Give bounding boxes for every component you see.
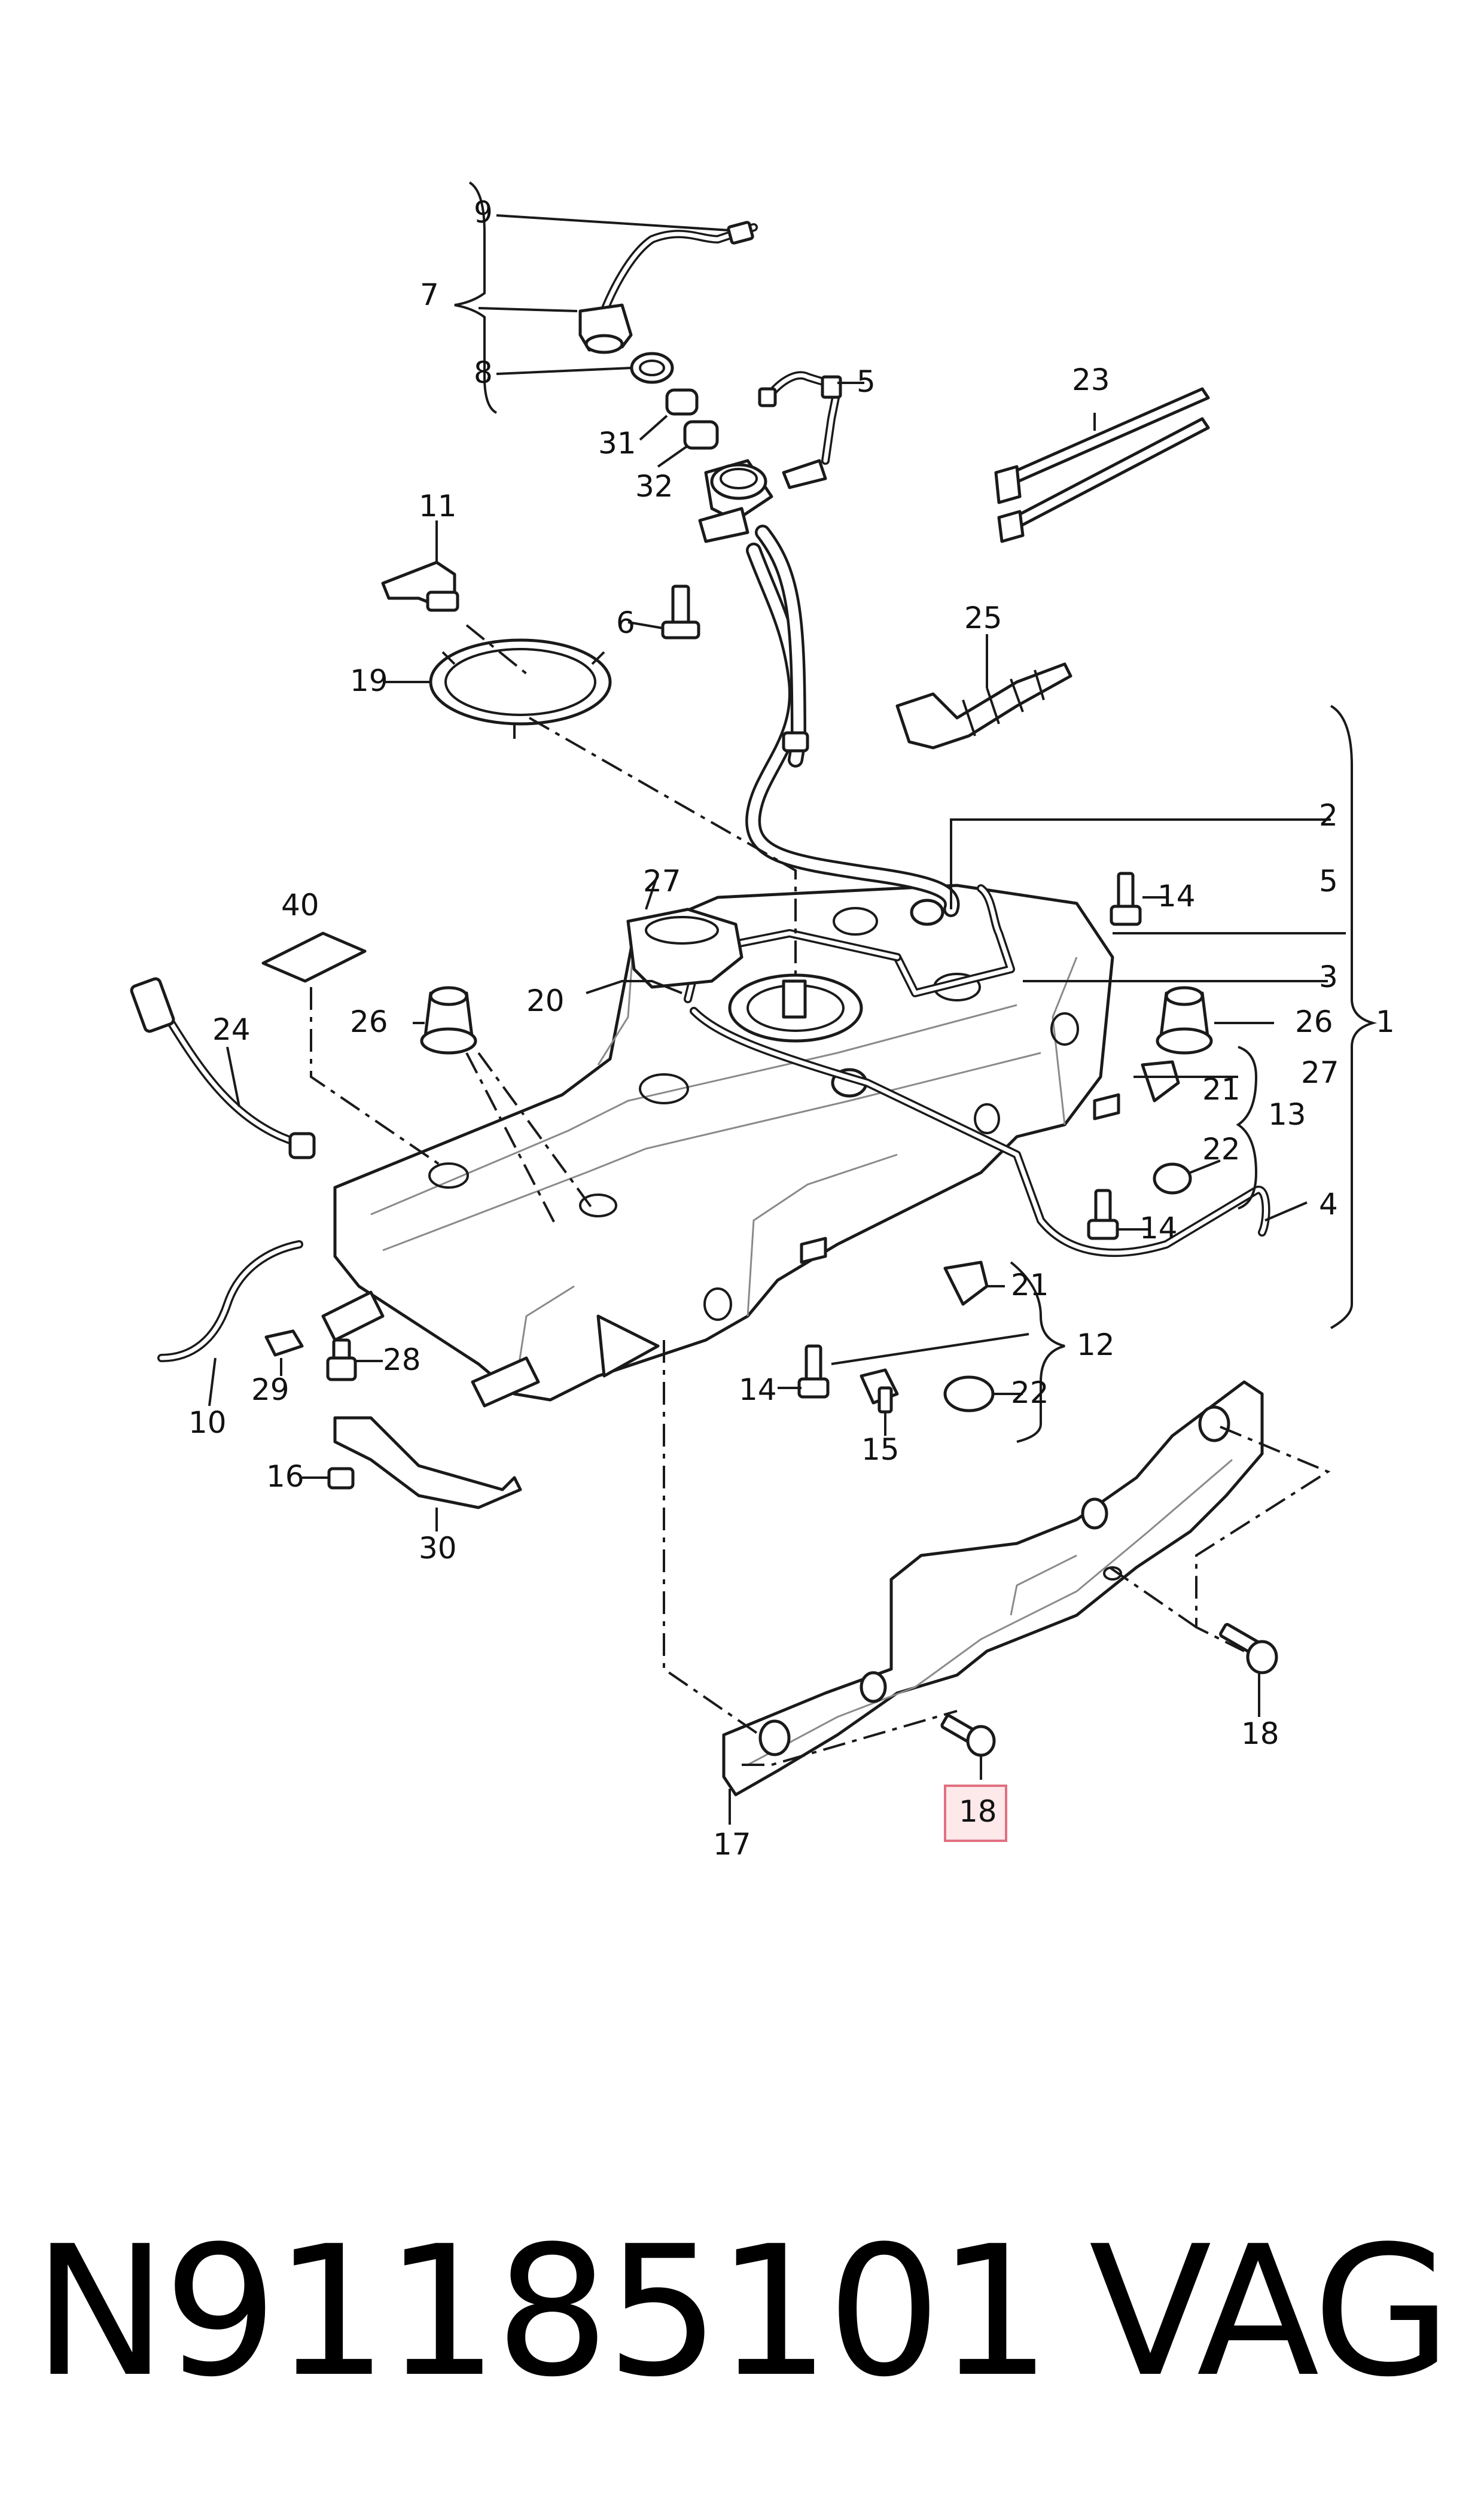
callout-8: 8 bbox=[474, 355, 493, 390]
bracket-13 bbox=[1093, 1060, 1192, 1195]
callout-22b: 22 bbox=[1011, 1375, 1049, 1410]
callout-4: 4 bbox=[1319, 1187, 1338, 1222]
hose-10 bbox=[157, 1240, 303, 1362]
harness-24 bbox=[130, 977, 316, 1159]
bolt-6 bbox=[661, 584, 700, 640]
callout-25: 25 bbox=[964, 601, 1002, 635]
level-sensor-assembly bbox=[578, 221, 758, 384]
callout-5a: 5 bbox=[857, 364, 876, 399]
bolt-14b bbox=[1087, 1189, 1119, 1240]
clip-29 bbox=[264, 1329, 304, 1357]
callout-7: 7 bbox=[420, 278, 439, 312]
callout-31: 31 bbox=[598, 426, 636, 461]
callout-17: 17 bbox=[713, 1827, 751, 1862]
seal-ring bbox=[630, 352, 674, 384]
callout-16: 16 bbox=[266, 1459, 304, 1494]
callout-26a: 26 bbox=[350, 1004, 388, 1039]
fuel-tank bbox=[321, 884, 1114, 1408]
callout-40: 40 bbox=[281, 888, 319, 922]
cable-ties-23 bbox=[994, 387, 1210, 543]
wire-lead-5 bbox=[758, 371, 842, 465]
fastener-15 bbox=[860, 1368, 899, 1414]
pad-40 bbox=[261, 931, 367, 983]
assembly-lines bbox=[310, 624, 1331, 1766]
pump-flange bbox=[782, 979, 807, 1019]
callout-15: 15 bbox=[861, 1432, 900, 1467]
callout-9: 9 bbox=[474, 195, 493, 230]
callout-13: 13 bbox=[1268, 1097, 1306, 1132]
callout-3: 3 bbox=[1319, 960, 1338, 994]
bolt-14c bbox=[797, 1344, 830, 1399]
callout-14c: 14 bbox=[739, 1372, 777, 1407]
bolt-14a bbox=[1110, 872, 1142, 926]
callout-29: 29 bbox=[251, 1372, 290, 1407]
heat-shield bbox=[722, 1380, 1264, 1797]
callout-27b: 27 bbox=[1301, 1055, 1339, 1090]
callout-6: 6 bbox=[616, 605, 635, 640]
stud-28 bbox=[326, 1338, 357, 1381]
callout-26b: 26 bbox=[1295, 1004, 1333, 1039]
callout-21b: 21 bbox=[1011, 1268, 1049, 1302]
callout-2: 2 bbox=[1319, 798, 1338, 833]
callout-23: 23 bbox=[1072, 363, 1110, 397]
callout-24: 24 bbox=[212, 1012, 251, 1047]
callout-18b: 18 bbox=[959, 1794, 997, 1829]
callout-30: 30 bbox=[419, 1531, 457, 1566]
highlight-box bbox=[944, 1785, 1007, 1842]
callout-32: 32 bbox=[635, 469, 674, 504]
callout-18a: 18 bbox=[1241, 1716, 1279, 1751]
fuel-line bbox=[690, 1007, 1270, 1258]
part-number: N91185101 bbox=[33, 2208, 1052, 2416]
leader-lines bbox=[208, 181, 1378, 1825]
callout-5b: 5 bbox=[1319, 864, 1338, 899]
brand-name: VAG bbox=[1089, 2208, 1452, 2416]
bolt-18b bbox=[940, 1714, 996, 1757]
valve-27 bbox=[626, 908, 743, 989]
filler-neck bbox=[698, 459, 960, 917]
clamps bbox=[665, 388, 719, 450]
callout-14b: 14 bbox=[1139, 1211, 1178, 1246]
callout-1: 1 bbox=[1376, 1004, 1395, 1039]
callout-19: 19 bbox=[350, 663, 388, 698]
callout-22a: 22 bbox=[1202, 1132, 1241, 1167]
callout-28: 28 bbox=[383, 1342, 421, 1377]
nut-16 bbox=[327, 1467, 355, 1490]
callout-10: 10 bbox=[188, 1405, 227, 1440]
lock-ring-19 bbox=[429, 638, 612, 739]
callout-27a: 27 bbox=[643, 864, 681, 899]
buffer-26a bbox=[420, 986, 477, 1055]
callout-14a: 14 bbox=[1157, 879, 1196, 914]
bellows-25 bbox=[895, 662, 1072, 750]
strap-30 bbox=[333, 1416, 522, 1509]
callout-labels: 9 7 8 5 31 32 11 6 19 23 25 2 5 14 27 40… bbox=[188, 195, 1395, 1862]
bracket-12 bbox=[800, 1237, 995, 1412]
callout-12: 12 bbox=[1077, 1327, 1115, 1362]
callout-20: 20 bbox=[526, 984, 565, 1018]
connector-11 bbox=[381, 561, 459, 612]
callout-11: 11 bbox=[419, 489, 457, 523]
buffer-26b bbox=[1156, 986, 1213, 1055]
callout-21a: 21 bbox=[1202, 1072, 1241, 1107]
bolt-18a bbox=[1219, 1622, 1278, 1674]
